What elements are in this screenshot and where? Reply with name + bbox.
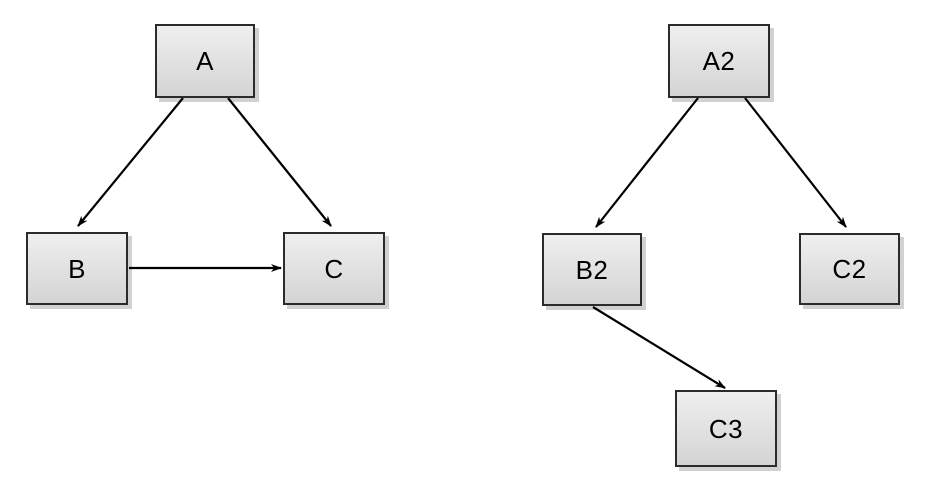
node-b-label: B (68, 253, 86, 284)
node-b[interactable]: B (26, 232, 128, 305)
node-c3[interactable]: C3 (675, 390, 777, 467)
node-c2[interactable]: C2 (799, 233, 900, 305)
edge-a-to-b (77, 97, 184, 227)
node-c3-label: C3 (708, 413, 744, 444)
node-b2[interactable]: B2 (542, 233, 642, 306)
node-b2-label: B2 (575, 254, 609, 285)
node-a2[interactable]: A2 (668, 24, 770, 98)
node-c2-label: C2 (832, 254, 867, 284)
node-a-label: A (196, 46, 214, 76)
edge-a2-to-b2 (595, 97, 699, 228)
edge-b2-to-c3 (592, 306, 726, 389)
node-c[interactable]: C (283, 232, 385, 305)
node-c-label: C (324, 253, 344, 284)
edge-a2-to-c2 (744, 97, 847, 228)
node-a[interactable]: A (155, 24, 255, 98)
node-a2-label: A2 (702, 46, 736, 76)
edge-a-to-c (227, 97, 332, 227)
